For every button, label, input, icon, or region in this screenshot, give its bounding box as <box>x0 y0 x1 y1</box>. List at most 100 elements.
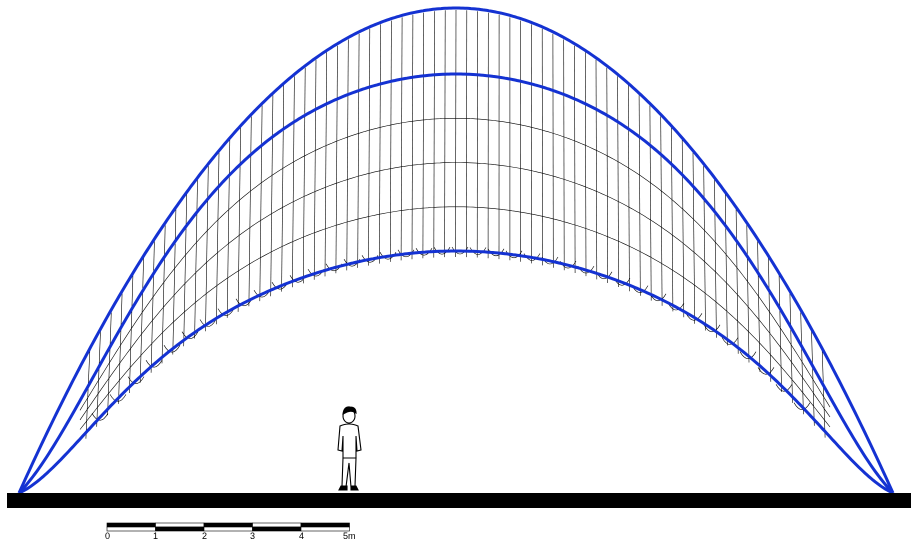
mesh-rib <box>563 39 565 271</box>
mesh-scallop <box>109 394 127 402</box>
scale-label-0: 0 <box>105 531 111 541</box>
mesh-scallop <box>721 337 739 345</box>
mesh-scallop <box>685 313 703 321</box>
mesh-rib <box>226 139 231 318</box>
mesh-rib <box>357 33 360 268</box>
mesh-rib <box>118 293 123 404</box>
scale-label-4: 4 <box>299 531 305 541</box>
mesh-rib <box>161 224 166 364</box>
mesh-rib <box>617 76 619 288</box>
mesh-scallop <box>91 413 109 421</box>
mesh-rib <box>422 12 425 259</box>
mesh-rib <box>649 105 652 301</box>
mesh-rib <box>96 330 101 427</box>
mesh-scallop <box>145 360 163 368</box>
mesh-rib <box>725 194 728 346</box>
outer-arch-line <box>17 6 895 494</box>
mesh-rib <box>346 39 349 271</box>
mesh-rib <box>313 59 317 280</box>
mesh-rib <box>768 257 772 382</box>
mesh-rib <box>389 20 392 262</box>
mesh-scallop <box>469 247 487 255</box>
mesh-rib <box>172 209 177 355</box>
mesh-scallop <box>793 402 811 410</box>
mesh-rib <box>746 224 750 363</box>
mesh-rib <box>85 350 91 439</box>
mesh-rib <box>302 67 306 284</box>
mesh-rib <box>400 17 403 261</box>
mesh-rib <box>150 240 155 373</box>
mesh-rib <box>183 194 187 347</box>
mesh-rib <box>595 59 598 280</box>
mesh-rib <box>281 85 284 292</box>
mesh-rib <box>379 24 381 264</box>
mesh-rib <box>292 76 295 288</box>
mesh-rib <box>237 127 241 312</box>
scale-bar-segment <box>203 526 253 532</box>
scale-label-1: 1 <box>153 531 159 541</box>
mesh-curve <box>79 118 831 411</box>
scale-bar-segment <box>203 522 253 528</box>
mesh-rib <box>335 45 338 274</box>
mesh-rib <box>714 179 717 338</box>
mesh-scallop <box>757 367 775 375</box>
inner-arch-line <box>18 249 894 495</box>
scale-bar-segment <box>106 522 156 528</box>
mesh-curve <box>79 206 831 430</box>
mesh-rib <box>638 95 641 296</box>
ground-line <box>7 493 911 508</box>
mesh-rib <box>606 67 609 284</box>
structural-mesh <box>79 9 831 439</box>
mesh-rib <box>821 350 826 438</box>
mesh-scallop <box>451 246 469 255</box>
mesh-rib <box>681 139 685 318</box>
scale-label-5m: 5m <box>343 531 356 541</box>
mesh-rib <box>455 9 457 258</box>
mesh-rib <box>248 116 252 307</box>
mesh-scallop <box>775 384 793 392</box>
scale-bar-segment <box>155 522 205 528</box>
scale-bar <box>106 522 350 532</box>
mesh-rib <box>671 127 674 312</box>
scale-label-3: 3 <box>250 531 256 541</box>
mesh-scallop <box>433 247 451 255</box>
scale-bar-segment <box>252 526 302 532</box>
mesh-scallop <box>199 319 217 327</box>
mesh-rib <box>811 330 815 426</box>
mesh-rib <box>270 95 274 297</box>
mesh-rib <box>627 85 630 292</box>
mesh-curve <box>79 162 831 421</box>
mesh-rib <box>444 10 446 258</box>
scale-label-2: 2 <box>202 531 208 541</box>
mesh-rib <box>205 165 209 332</box>
scale-bar-segment <box>155 526 205 532</box>
mesh-scallop <box>163 345 181 353</box>
scale-bar-segment <box>300 522 350 528</box>
mesh-scallop <box>739 351 757 359</box>
mesh-rib <box>574 45 576 274</box>
mesh-rib <box>259 105 263 302</box>
mesh-rib <box>194 179 198 339</box>
mesh-rib <box>703 165 706 331</box>
mesh-rib <box>800 311 804 415</box>
mesh-rib <box>324 52 328 277</box>
scale-bar-segment <box>252 522 302 528</box>
human-scale-figure <box>337 406 362 491</box>
mesh-scallop <box>181 331 199 339</box>
middle-arch-line <box>17 72 895 495</box>
mesh-scallop <box>703 324 721 333</box>
mesh-rib <box>692 152 695 324</box>
mesh-scallop <box>217 308 235 316</box>
mesh-rib <box>789 293 793 403</box>
mesh-rib <box>139 257 144 383</box>
mesh-rib <box>107 311 112 416</box>
mesh-rib <box>778 275 782 393</box>
mesh-rib <box>129 275 134 394</box>
mesh-rib <box>735 209 739 354</box>
scale-bar-segment <box>300 526 350 532</box>
mesh-rib <box>433 11 435 258</box>
mesh-rib <box>368 28 371 266</box>
arch-outlines <box>17 6 895 495</box>
mesh-rib <box>216 152 220 325</box>
